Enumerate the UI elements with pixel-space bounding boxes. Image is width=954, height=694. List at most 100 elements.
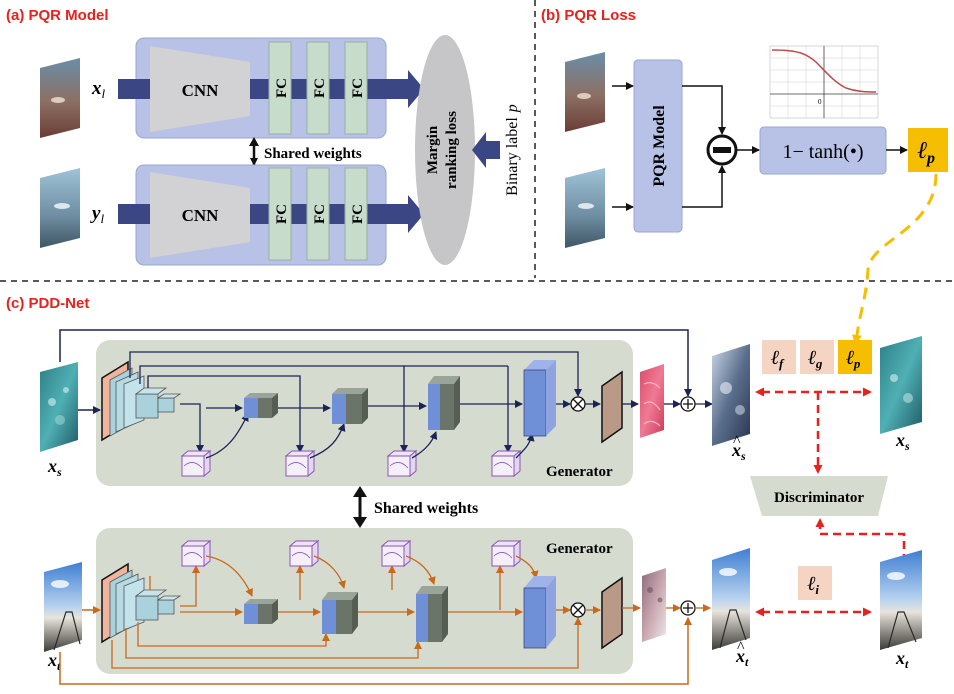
svg-text:0: 0	[818, 98, 822, 106]
target-decoder-block-2	[322, 592, 358, 634]
panel-b: (b) PQR Loss PQR Model 1− tanh(•)	[541, 7, 948, 248]
target-cube1-to-dec	[205, 555, 253, 597]
target-cube4-to-dec	[515, 555, 539, 579]
source-skip-outer	[129, 351, 582, 397]
source-module-cube-1	[180, 449, 212, 478]
panel-b-title: (b) PQR Loss	[541, 7, 636, 24]
source-decoder-block-4	[523, 360, 556, 437]
fc-bottom-3-label: FC	[350, 204, 366, 224]
fc-top-1-label: FC	[274, 78, 290, 98]
target-cube3-to-dec	[405, 555, 436, 585]
panel-c-title: (c) PDD-Net	[6, 295, 89, 312]
loss-f-label: ℓf	[771, 347, 785, 371]
target-decoder-block-1	[244, 599, 278, 624]
discriminator-box	[750, 476, 888, 516]
target-skip-outer	[111, 617, 582, 669]
fc-top-2	[306, 41, 330, 135]
binary-label-text: Binary labelp	[504, 104, 521, 196]
tanh-function-label: 1− tanh(•)	[782, 141, 863, 163]
panel-a-title: (a) PQR Model	[6, 7, 109, 24]
margin-ranking-loss-ellipse	[415, 35, 475, 265]
target-multiply-icon	[572, 604, 584, 616]
source-multiply-icon	[572, 398, 584, 410]
source-module-cube-3	[386, 449, 418, 478]
source-module-cube-4	[490, 449, 522, 478]
target-decoder-block-4	[523, 576, 556, 649]
target-input-label: xt	[47, 650, 61, 673]
loss-g-label: ℓg	[808, 347, 823, 371]
target-output-label: xt	[735, 646, 749, 669]
source-input-label: xs	[47, 456, 62, 479]
source-output-label: xs	[731, 440, 746, 463]
target-module-cube-3	[380, 539, 412, 568]
target-output-image	[712, 548, 750, 650]
loss-i-box	[798, 566, 832, 600]
source-global-skip	[59, 329, 692, 397]
cnn-top-label: CNN	[182, 81, 220, 100]
margin-loss-line1: Margin	[425, 125, 441, 174]
loss-f-box	[762, 340, 796, 374]
panel-b-input-image-top	[565, 52, 605, 132]
pqr-model-label: PQR Model	[651, 105, 668, 187]
pqr-to-subtract-bottom	[682, 165, 726, 208]
target-add-icon	[683, 603, 693, 613]
target-decoder-block-3	[416, 586, 448, 642]
source-cube3-to-dec	[411, 431, 438, 459]
target-module-cube-4	[490, 539, 522, 568]
loss-p-feedback-arrow	[851, 173, 938, 345]
target-module-cube-2	[288, 539, 320, 568]
binary-label-arrowhead	[472, 132, 486, 168]
loss-p-symbol: ℓp	[917, 138, 935, 167]
tanh-curve-plot: 0	[769, 45, 879, 119]
target-input-image	[44, 562, 82, 652]
input-xl-label: xl	[91, 78, 106, 101]
target-encoder-block-2	[157, 599, 175, 615]
binary-label-bar	[486, 141, 500, 159]
target-residual-image	[642, 568, 666, 642]
source-residual-image	[640, 364, 664, 438]
fc-bottom-2-label: FC	[312, 204, 328, 224]
source-final-conv	[601, 370, 623, 444]
fc-top-2-label: FC	[312, 78, 328, 98]
pqr-to-subtract-top	[682, 85, 726, 135]
loss-i-label: ℓi	[807, 573, 819, 597]
pqr-model-box	[633, 59, 683, 233]
source-encoder	[101, 360, 182, 442]
panel-a-input-image-top	[40, 58, 80, 138]
top-feature-arrowhead	[408, 70, 424, 108]
source-add-icon	[683, 399, 693, 409]
source-cube2-to-dec	[309, 423, 346, 459]
subtract-minus-icon	[713, 147, 731, 153]
target-output-hat-icon: ^	[737, 639, 745, 656]
source-input-image	[40, 362, 78, 452]
target-skip-1	[180, 565, 200, 607]
target-encoder-block-1	[135, 595, 159, 621]
panel-c: (c) PDD-Net Generator Generator Shared w…	[6, 295, 922, 685]
input-yl-label: yl	[90, 203, 104, 226]
panel-a: (a) PQR Model xl yl CNN FC FC FC Shared	[6, 7, 521, 266]
source-skip-3	[139, 365, 408, 453]
fc-bottom-2	[306, 167, 330, 261]
loss-p-box-c	[838, 340, 872, 374]
target-skip-2	[137, 622, 330, 647]
source-stream: xs	[40, 329, 750, 479]
target-final-conv	[601, 576, 623, 650]
target-encoder	[101, 562, 182, 644]
cnn-top-trapezoid	[150, 46, 250, 132]
target-skip-3	[125, 628, 422, 659]
shared-weights-c-down-icon	[353, 517, 367, 528]
loss-g-box	[800, 340, 834, 374]
fc-top-1	[268, 41, 292, 135]
real-source-image	[880, 336, 922, 434]
target-stream: xt	[44, 539, 750, 685]
source-decoder-block-1	[244, 393, 278, 418]
shared-weights-label-a: Shared weights	[264, 146, 362, 162]
real-source-label: xs	[895, 430, 910, 453]
fc-bottom-1	[268, 167, 292, 261]
shared-weights-arrowhead-up	[249, 137, 259, 146]
discriminator-label: Discriminator	[774, 490, 864, 506]
panel-a-input-image-bottom	[40, 168, 80, 248]
target-module-cube-1	[180, 539, 212, 568]
source-output-image	[712, 344, 750, 446]
